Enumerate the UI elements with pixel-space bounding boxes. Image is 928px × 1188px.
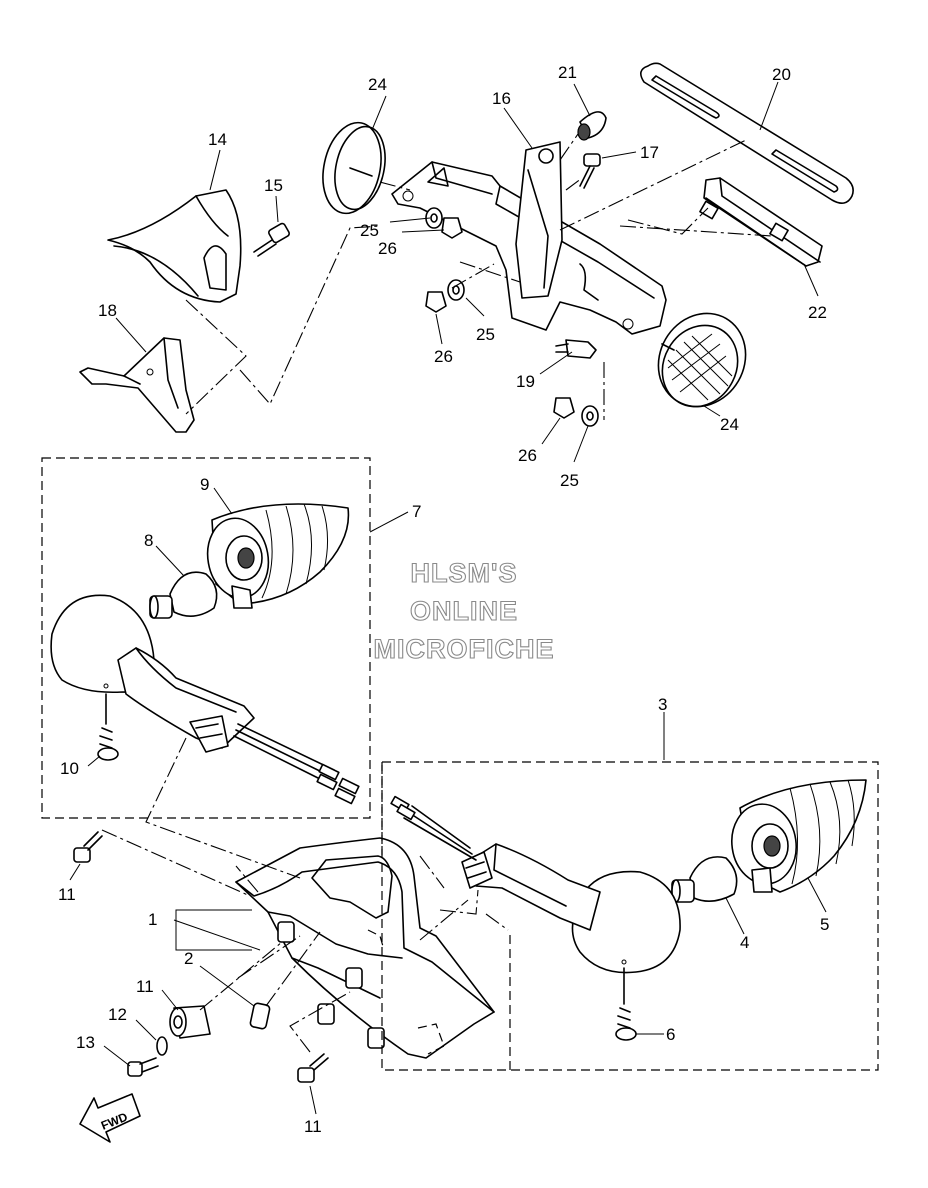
callout-24b: 24 (720, 415, 739, 434)
callout-26c: 26 (518, 446, 537, 465)
cap-nut-part (577, 111, 607, 141)
forward-direction-arrow: FWD (79, 1093, 141, 1143)
wire-left-part (233, 723, 360, 805)
bolt-20-part (555, 339, 597, 359)
callout-13: 12 (108, 1005, 127, 1024)
callout-11a: 11 (58, 885, 76, 904)
callout-24a: 24 (368, 75, 387, 94)
bolt-16-part (253, 222, 290, 257)
bulb-2-part (249, 1002, 271, 1030)
callout-1: 1 (148, 910, 157, 929)
wire-right-part (390, 795, 477, 861)
callout-25b: 25 (476, 325, 495, 344)
tail-light-housing-part (235, 837, 495, 1059)
callout-25a: 25 (360, 221, 379, 240)
grommet-12-part (169, 1005, 211, 1039)
callout-20: 19 (516, 372, 535, 391)
license-bracket-part (391, 141, 667, 335)
cover-part (107, 189, 242, 303)
lens-9-part (206, 503, 350, 609)
screw-6-part (615, 967, 637, 1041)
watermark-line-2: ONLINE (410, 596, 518, 626)
callout-15: 14 (208, 130, 227, 149)
screw-10-part (97, 693, 119, 761)
signal-housing-left-part (50, 594, 255, 753)
callout-26b: 26 (434, 347, 453, 366)
bolt-11-upper-part (73, 831, 103, 863)
callout-18: 17 (640, 143, 659, 162)
watermark-line-1: HLSM'S (411, 558, 518, 588)
callout-6: 6 (666, 1025, 675, 1044)
callout-7: 7 (412, 502, 421, 521)
reflector-upper-part (322, 121, 386, 215)
callout-3: 3 (658, 695, 667, 714)
callout-4: 4 (740, 933, 749, 952)
callout-12: 11 (136, 977, 154, 996)
callout-2: 2 (184, 949, 193, 968)
callout-numbers: 24 14 15 16 21 17 20 22 18 25 26 25 26 1… (58, 63, 829, 1136)
callout-21: 20 (772, 65, 791, 84)
reflector-lower-part (657, 312, 747, 408)
washer-13-part (156, 1036, 168, 1056)
callout-25c: 25 (560, 471, 579, 490)
bolt-18-part (579, 153, 601, 189)
assembly-3-box (381, 761, 879, 1071)
bolt-11-lower-part (297, 1053, 329, 1083)
callout-16: 15 (264, 176, 283, 195)
top-assembly-leaders (185, 133, 773, 420)
stay-19-part (79, 337, 195, 433)
callout-14: 13 (76, 1033, 95, 1052)
signal-housing-right-part (461, 843, 681, 974)
callout-23: 22 (808, 303, 827, 322)
watermark-line-3: MICROFICHE (374, 634, 555, 664)
callout-11b: 11 (304, 1117, 322, 1136)
callout-19: 18 (98, 301, 117, 320)
callout-26a: 26 (378, 239, 397, 258)
callout-5: 5 (820, 915, 829, 934)
lens-5-part (731, 779, 867, 893)
bulb-8-part (149, 571, 218, 619)
watermark: HLSM'S ONLINE MICROFICHE (373, 557, 555, 664)
lower-assembly-leaders (101, 737, 509, 1053)
callout-9: 9 (200, 475, 209, 494)
license-lamp-part (699, 177, 823, 267)
assembly-7-box (41, 457, 371, 819)
washers-and-nuts (425, 207, 599, 427)
callout-leaders (69, 81, 827, 1115)
callout-8: 8 (144, 531, 153, 550)
callout-17: 16 (492, 89, 511, 108)
callout-10: 10 (60, 759, 79, 778)
bolt-14-part (127, 1057, 159, 1077)
license-strip-part (640, 62, 854, 204)
bulb-4-part (671, 856, 738, 903)
callout-22: 21 (558, 63, 577, 82)
assembly-3-box-extension (381, 762, 511, 1070)
